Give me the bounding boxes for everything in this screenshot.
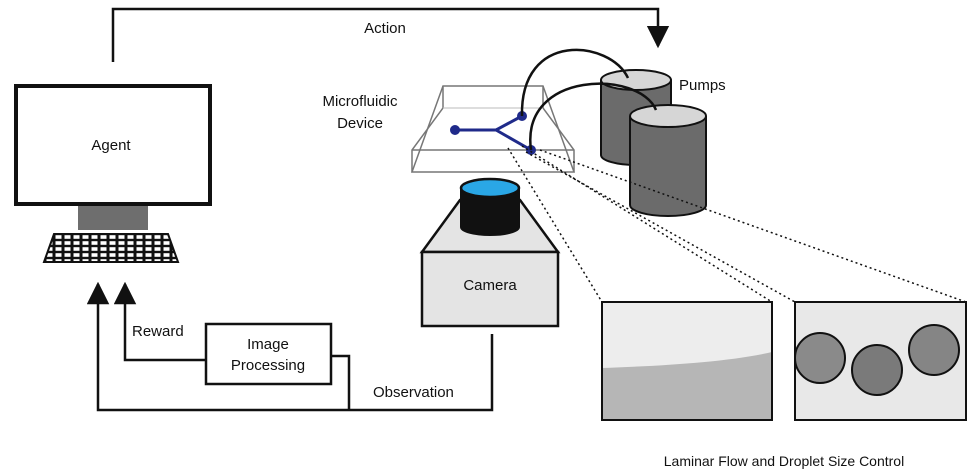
image-processing-label-line2: Processing (231, 357, 305, 374)
image-processing-box (204, 322, 333, 386)
camera-label: Camera (463, 277, 517, 294)
monitor-icon (14, 84, 212, 206)
laminar-flow-image (601, 301, 773, 421)
observation-label: Observation (373, 384, 454, 401)
observation-arrow (86, 281, 494, 412)
action-arrow (111, 7, 670, 62)
microchannel (450, 111, 536, 155)
microfluidic-label-line2: Device (337, 115, 383, 132)
figure-caption: Laminar Flow and Droplet Size Control (664, 453, 904, 469)
tubing (520, 48, 658, 151)
image-processing-label-line1: Image (247, 336, 289, 353)
droplet-image (794, 301, 967, 421)
keyboard-icon (42, 233, 180, 263)
agent-computer (14, 84, 212, 263)
droplet-3 (908, 324, 960, 376)
pumps-label: Pumps (679, 77, 726, 94)
camera (419, 177, 561, 328)
agent-label: Agent (91, 137, 131, 154)
droplet-1 (794, 332, 846, 384)
monitor-stand (78, 206, 148, 230)
microfluidic-label-line1: Microfluidic (322, 93, 398, 110)
microfluidic-device (410, 85, 576, 173)
zoom-lines (507, 145, 967, 303)
action-label: Action (364, 20, 406, 37)
reward-label: Reward (132, 323, 184, 340)
lens-icon (460, 188, 520, 236)
reward-arrow (113, 281, 206, 362)
pump-2 (629, 104, 707, 217)
droplet-2 (851, 344, 903, 396)
